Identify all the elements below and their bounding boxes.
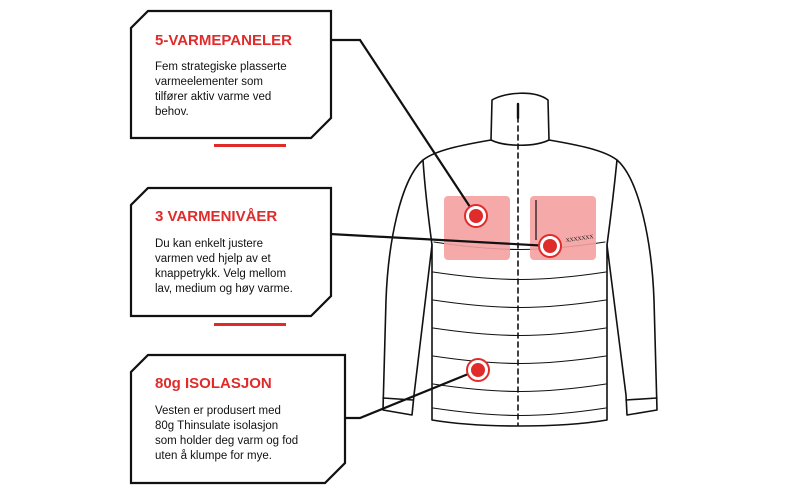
- callout-title: 5-VARMEPANELER: [155, 32, 292, 49]
- callout-box-frame: [129, 186, 333, 318]
- jacket-illustration: [382, 92, 658, 427]
- callout-text-line: Vesten er produsert med: [155, 405, 281, 417]
- callout-text-line: uten å klumpe for mye.: [155, 450, 272, 462]
- connector-line-3: [345, 368, 479, 420]
- jacket-armhole-right: [606, 159, 618, 246]
- quilt-lines: [432, 241, 607, 417]
- chest-logo: XXXXXXX: [565, 234, 593, 244]
- callout-box-frame: [129, 353, 347, 485]
- hotspot-insulation[interactable]: [466, 358, 490, 382]
- callout-text-line: behov.: [155, 106, 189, 118]
- jacket-cuff-left: [382, 397, 414, 401]
- callout-text-line: tilfører aktiv varme ved: [155, 91, 271, 103]
- jacket-armhole-left: [422, 159, 433, 246]
- callout-insulation: 80g ISOLASJON Vesten er produsert med 80…: [129, 353, 347, 485]
- hotspot-heat-panels[interactable]: [464, 204, 488, 228]
- callout-accent-underline: [214, 323, 286, 326]
- callout-heat-levels: 3 VARMENIVÅER Du kan enkelt justere varm…: [129, 186, 333, 326]
- callout-title: 3 VARMENIVÅER: [155, 208, 277, 225]
- connector-line-2: [329, 232, 551, 248]
- callout-text-line: 80g Thinsulate isolasjon: [155, 420, 278, 432]
- callout-text-line: knappetrykk. Velg mellom: [155, 268, 286, 280]
- callout-text-line: Du kan enkelt justere: [155, 238, 263, 250]
- callout-title: 80g ISOLASJON: [155, 375, 272, 392]
- callout-text-line: lav, medium og høy varme.: [155, 283, 293, 295]
- callout-text-line: Fem strategiske plasserte: [155, 61, 287, 73]
- hotspot-heat-levels[interactable]: [538, 234, 562, 258]
- callout-box-frame: [129, 9, 333, 140]
- callout-text-line: varmen ved hjelp av et: [155, 253, 272, 265]
- callout-text-line: varmeelementer som: [155, 76, 263, 88]
- callout-accent-underline: [214, 144, 286, 147]
- jacket-body: [382, 139, 658, 427]
- jacket-collar: [490, 92, 550, 147]
- jacket-cuff-right: [625, 397, 658, 401]
- callout-heat-panels: 5-VARMEPANELER Fem strategiske plasserte…: [129, 9, 333, 147]
- callout-text-line: som holder deg varm og fod: [155, 435, 298, 447]
